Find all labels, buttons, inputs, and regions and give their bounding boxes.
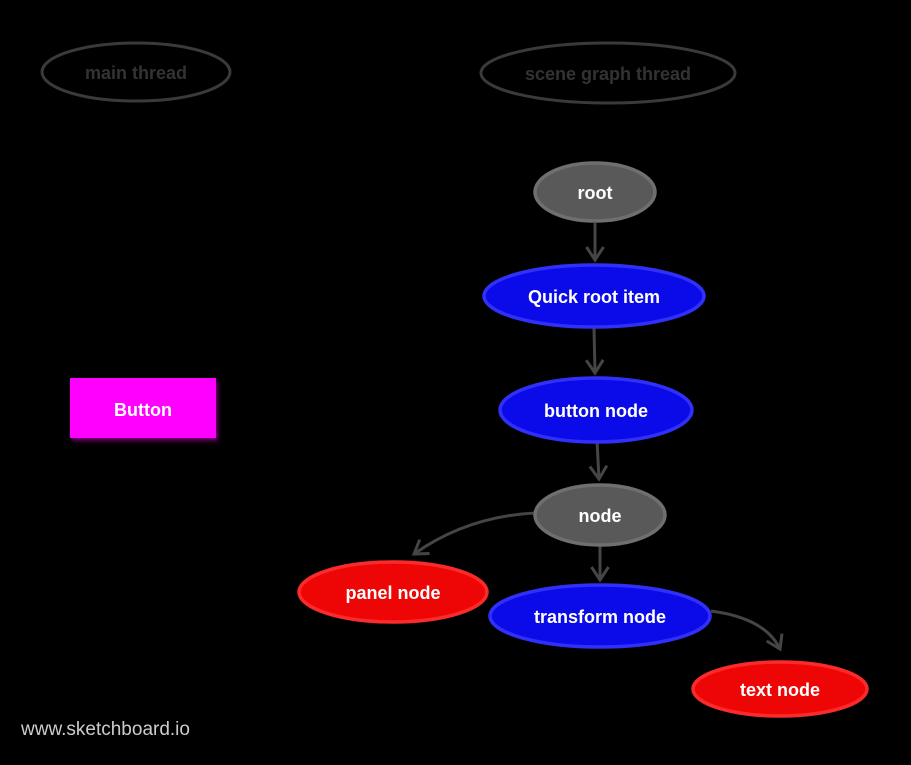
scene-graph-thread-label: scene graph thread [525,64,691,84]
node-panel-node: panel node [297,560,489,624]
button-node-label: button node [544,401,648,421]
node-text-node: text node [691,660,869,718]
edge-node-to-panel-node[interactable] [411,511,537,556]
edge-transform-node-to-text-node[interactable] [710,609,784,652]
sketchboard-watermark: www.sketchboard.io [20,719,190,740]
panel-node-ellipse[interactable] [297,560,489,624]
text-node-label: text node [740,680,820,700]
button-shape: Button [70,378,216,438]
main-thread-label: main thread [85,63,187,83]
transform-node-ellipse[interactable] [488,583,712,649]
text-node-ellipse[interactable] [691,660,869,718]
node-transform-node: transform node [488,583,712,649]
node-ellipse[interactable] [533,483,667,547]
quick-root-item-label: Quick root item [528,287,660,307]
scene-graph-thread-ellipse[interactable] [479,41,737,105]
root-node-label: root [578,183,613,203]
panel-node-label: panel node [345,583,440,603]
root-node-ellipse[interactable] [533,161,657,223]
node-button-node: button node [498,376,694,444]
main-thread-ellipse[interactable] [40,41,232,103]
node-root: root [533,161,657,223]
node-quick-root-item: Quick root item [482,263,706,329]
node-label: node [579,506,622,526]
quick-root-item-ellipse[interactable] [482,263,706,329]
button-rect-label: Button [114,400,172,420]
button-rect[interactable] [70,378,216,438]
lane-main-thread: main thread [40,41,232,103]
button-node-ellipse[interactable] [498,376,694,444]
edge-quick-root-item-to-button-node[interactable] [584,327,605,376]
node-node: node [533,483,667,547]
transform-node-label: transform node [534,607,666,627]
lane-scene-graph-thread: scene graph thread [479,41,737,105]
edge-button-node-to-node[interactable] [588,440,609,482]
